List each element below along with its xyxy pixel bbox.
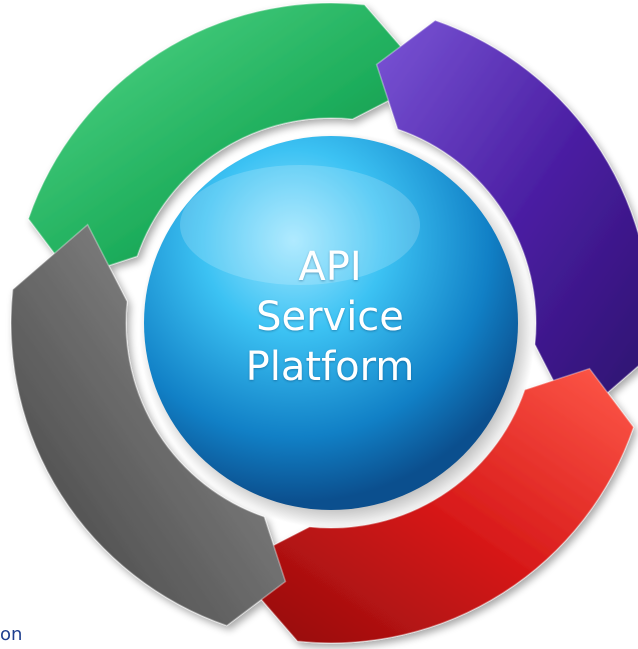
hub-title-line-3: Platform: [245, 344, 415, 390]
purple-arrow: [375, 19, 638, 423]
hub-circle: [144, 136, 518, 510]
cycle-arrows: [10, 2, 638, 644]
hub-title-line-1: API: [298, 244, 362, 290]
hub-title: API Service Platform: [200, 242, 460, 392]
hub-highlight: [180, 165, 420, 285]
hub-title-line-2: Service: [256, 294, 404, 340]
green-arrow: [27, 2, 431, 279]
caption-fragment: on: [0, 624, 23, 645]
gray-arrow: [10, 223, 287, 627]
